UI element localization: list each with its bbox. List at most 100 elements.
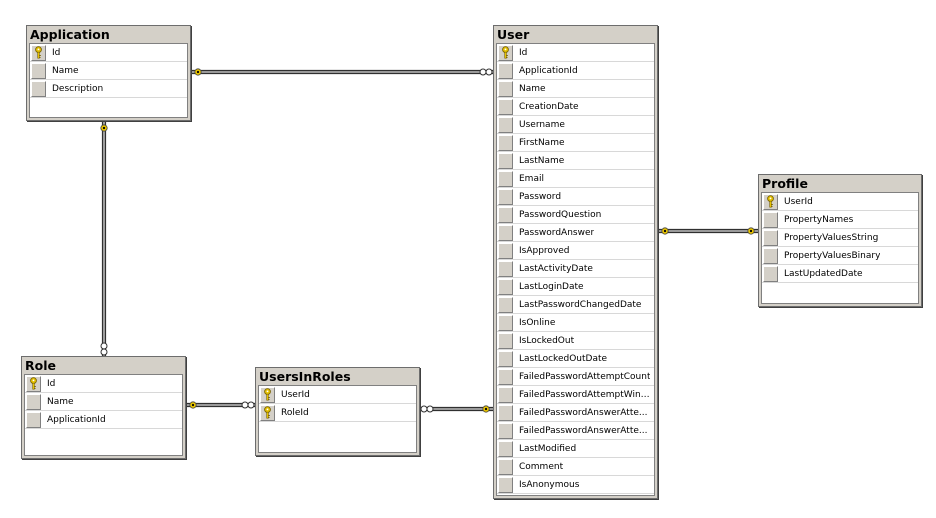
row-selector[interactable] bbox=[498, 44, 513, 61]
table-title: User bbox=[494, 26, 657, 43]
key-icon bbox=[34, 46, 43, 59]
column-row[interactable]: UserId bbox=[259, 386, 416, 404]
column-row[interactable]: LastLockedOutDate bbox=[497, 350, 654, 368]
column-row[interactable]: IsAnonymous bbox=[497, 476, 654, 494]
row-selector[interactable] bbox=[498, 278, 513, 295]
row-selector[interactable] bbox=[260, 404, 275, 421]
key-icon bbox=[501, 46, 510, 59]
row-selector[interactable] bbox=[498, 188, 513, 205]
column-row[interactable]: Id bbox=[25, 375, 182, 393]
column-row[interactable]: Email bbox=[497, 170, 654, 188]
column-row[interactable]: ApplicationId bbox=[25, 411, 182, 429]
column-row[interactable]: IsApproved bbox=[497, 242, 654, 260]
row-selector[interactable] bbox=[26, 411, 41, 428]
column-name: Id bbox=[52, 47, 61, 58]
column-row[interactable]: Name bbox=[30, 62, 187, 80]
column-row[interactable]: FailedPasswordAttemptWind... bbox=[497, 386, 654, 404]
column-row[interactable]: RoleId bbox=[259, 404, 416, 422]
column-row[interactable]: LastPasswordChangedDate bbox=[497, 296, 654, 314]
column-row[interactable]: LastUpdatedDate bbox=[762, 265, 918, 283]
row-selector[interactable] bbox=[31, 62, 46, 79]
relationship-application-role[interactable] bbox=[101, 121, 107, 356]
column-row[interactable]: IsOnline bbox=[497, 314, 654, 332]
row-selector[interactable] bbox=[498, 386, 513, 403]
column-row[interactable]: Password bbox=[497, 188, 654, 206]
column-row[interactable]: LastLoginDate bbox=[497, 278, 654, 296]
row-selector[interactable] bbox=[31, 80, 46, 97]
column-row[interactable]: FirstName bbox=[497, 134, 654, 152]
column-name: Name bbox=[519, 83, 546, 94]
row-selector[interactable] bbox=[498, 296, 513, 313]
column-row[interactable]: PropertyValuesString bbox=[762, 229, 918, 247]
column-row[interactable]: IsLockedOut bbox=[497, 332, 654, 350]
column-row[interactable]: PropertyNames bbox=[762, 211, 918, 229]
relationship-application-user[interactable] bbox=[191, 69, 493, 75]
row-selector[interactable] bbox=[498, 458, 513, 475]
row-selector[interactable] bbox=[498, 80, 513, 97]
row-selector[interactable] bbox=[498, 314, 513, 331]
column-row[interactable]: Username bbox=[497, 116, 654, 134]
row-selector[interactable] bbox=[763, 193, 778, 210]
column-row[interactable]: Id bbox=[497, 44, 654, 62]
relationship-end-one-icon bbox=[100, 124, 108, 132]
table-title: Application bbox=[27, 26, 190, 43]
row-selector[interactable] bbox=[763, 211, 778, 228]
row-selector[interactable] bbox=[498, 170, 513, 187]
row-selector[interactable] bbox=[26, 375, 41, 392]
key-icon bbox=[263, 406, 272, 419]
row-selector[interactable] bbox=[498, 152, 513, 169]
row-selector[interactable] bbox=[498, 242, 513, 259]
row-selector[interactable] bbox=[31, 44, 46, 61]
relationship-user-profile[interactable] bbox=[658, 228, 758, 234]
column-row[interactable]: CreationDate bbox=[497, 98, 654, 116]
column-row[interactable]: PasswordAnswer bbox=[497, 224, 654, 242]
row-selector[interactable] bbox=[260, 386, 275, 403]
column-row[interactable]: PasswordQuestion bbox=[497, 206, 654, 224]
row-selector[interactable] bbox=[498, 476, 513, 493]
column-row[interactable]: FailedPasswordAttemptCount bbox=[497, 368, 654, 386]
column-name: LastLoginDate bbox=[519, 281, 584, 292]
column-row[interactable]: Id bbox=[30, 44, 187, 62]
column-row[interactable]: PropertyValuesBinary bbox=[762, 247, 918, 265]
row-selector[interactable] bbox=[763, 247, 778, 264]
column-name: IsAnonymous bbox=[519, 479, 580, 490]
row-selector[interactable] bbox=[763, 229, 778, 246]
column-row[interactable]: ApplicationId bbox=[497, 62, 654, 80]
key-icon bbox=[29, 377, 38, 390]
column-row[interactable]: Name bbox=[25, 393, 182, 411]
row-selector[interactable] bbox=[498, 260, 513, 277]
row-selector[interactable] bbox=[498, 62, 513, 79]
column-name: Username bbox=[519, 119, 565, 130]
row-selector[interactable] bbox=[498, 98, 513, 115]
row-selector[interactable] bbox=[498, 350, 513, 367]
column-row[interactable]: Description bbox=[30, 80, 187, 98]
column-row[interactable]: UserId bbox=[762, 193, 918, 211]
column-name: UserId bbox=[784, 196, 813, 207]
column-name: Id bbox=[519, 47, 528, 58]
column-row[interactable]: FailedPasswordAnswerAtte... bbox=[497, 422, 654, 440]
row-selector[interactable] bbox=[498, 224, 513, 241]
column-row[interactable]: Name bbox=[497, 80, 654, 98]
column-row[interactable]: LastName bbox=[497, 152, 654, 170]
row-selector[interactable] bbox=[498, 332, 513, 349]
row-selector[interactable] bbox=[498, 134, 513, 151]
row-selector[interactable] bbox=[498, 404, 513, 421]
row-selector[interactable] bbox=[498, 206, 513, 223]
column-row[interactable]: FailedPasswordAnswerAtte... bbox=[497, 404, 654, 422]
row-selector[interactable] bbox=[498, 422, 513, 439]
row-selector[interactable] bbox=[763, 265, 778, 282]
column-row[interactable]: LastModified bbox=[497, 440, 654, 458]
row-selector[interactable] bbox=[26, 393, 41, 410]
row-selector[interactable] bbox=[498, 368, 513, 385]
column-row[interactable]: Comment bbox=[497, 458, 654, 476]
column-row[interactable]: LastActivityDate bbox=[497, 260, 654, 278]
column-name: FailedPasswordAnswerAtte... bbox=[519, 407, 648, 418]
row-selector[interactable] bbox=[498, 440, 513, 457]
row-selector[interactable] bbox=[498, 116, 513, 133]
